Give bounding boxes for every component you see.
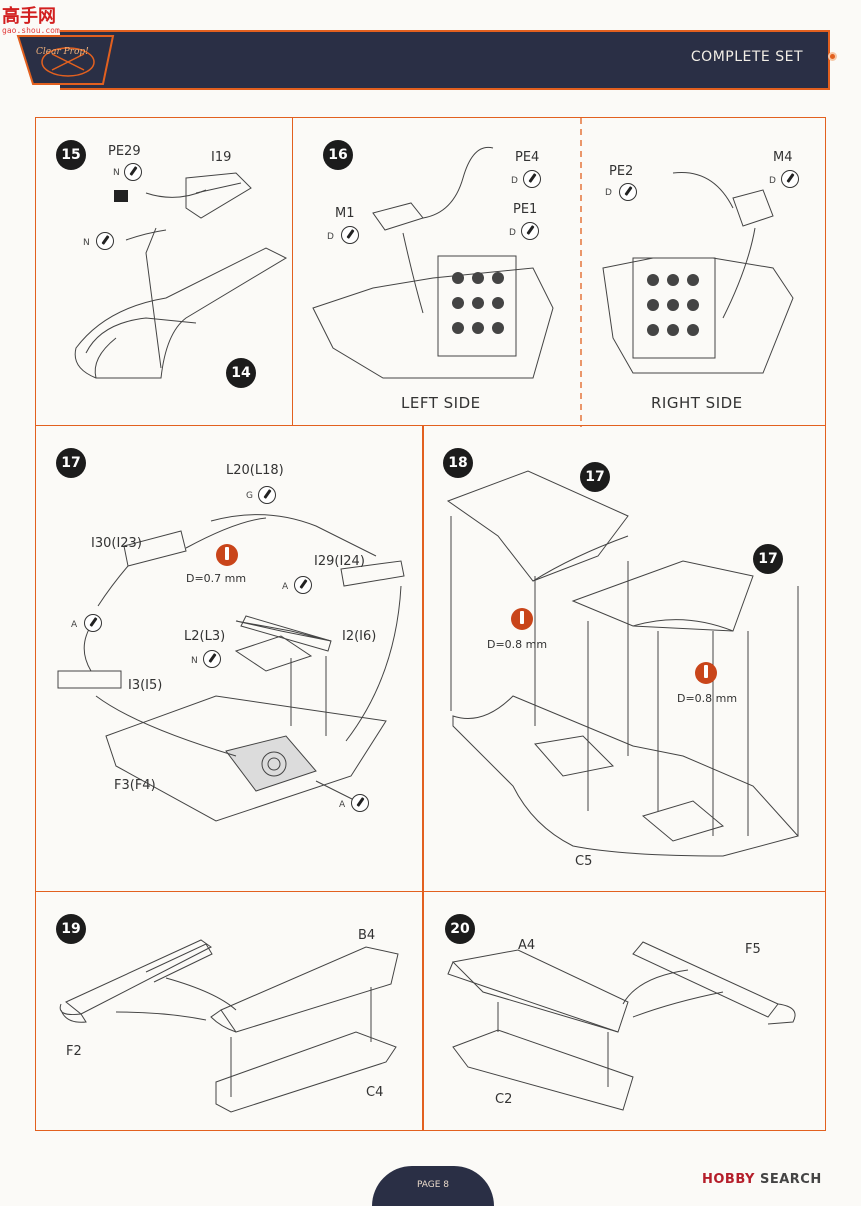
glue-code-d: D bbox=[605, 188, 612, 198]
step-15-panel: 15 PE29 N I19 N 14 bbox=[35, 117, 293, 426]
glue-icon bbox=[203, 650, 221, 668]
part-pe4-label: PE4 bbox=[515, 150, 540, 165]
glue-icon bbox=[619, 183, 637, 201]
step-18-panel: 18 17 17 D=0.8 mm D=0.8 mm C5 bbox=[422, 425, 826, 892]
part-c4-label: C4 bbox=[366, 1085, 384, 1100]
part-i30-i23-label: I30(I23) bbox=[91, 536, 142, 551]
part-f5-label: F5 bbox=[745, 942, 761, 957]
part-c2-label: C2 bbox=[495, 1092, 513, 1107]
glue-icon bbox=[84, 614, 102, 632]
step-15-drawing bbox=[74, 172, 288, 379]
step-19-panel: 19 B4 F2 C4 bbox=[35, 891, 424, 1131]
watermark-site: 高手网 bbox=[2, 6, 56, 27]
clear-prop-logo: Clear Prop! bbox=[16, 35, 115, 85]
step-16-drawing bbox=[312, 118, 794, 427]
part-m4-label: M4 bbox=[773, 150, 793, 165]
left-side-caption: LEFT SIDE bbox=[401, 394, 481, 412]
part-f3-f4-label: F3(F4) bbox=[114, 778, 156, 793]
glue-code-a: A bbox=[339, 800, 346, 810]
hobby-search-watermark: HOBBY SEARCH bbox=[702, 1172, 822, 1187]
part-l2-l3-label: L2(L3) bbox=[184, 629, 226, 644]
glue-icon bbox=[96, 232, 114, 250]
glue-code-n-left: N bbox=[83, 238, 90, 248]
brand-search: SEARCH bbox=[759, 1172, 822, 1187]
step-14-reference-badge: 14 bbox=[226, 358, 256, 388]
glue-icon bbox=[258, 486, 276, 504]
glue-code-d: D bbox=[509, 228, 516, 238]
glue-code-n: N bbox=[191, 656, 198, 666]
part-i2-i6-label: I2(I6) bbox=[342, 629, 377, 644]
glue-icon bbox=[294, 576, 312, 594]
part-l20-l18-label: L20(L18) bbox=[226, 463, 284, 478]
part-c5-label: C5 bbox=[575, 854, 593, 869]
step-16-panel: 16 PE4 D PE1 D M1 D PE2 D M4 D LEFT SIDE… bbox=[292, 117, 826, 427]
part-i29-i24-label: I29(I24) bbox=[314, 554, 365, 569]
glue-icon bbox=[351, 794, 369, 812]
glue-icon bbox=[781, 170, 799, 188]
drill-size-label-a: D=0.8 mm bbox=[487, 638, 548, 651]
step-18-drawing bbox=[446, 470, 799, 857]
drill-icon bbox=[511, 608, 533, 630]
glue-code-d: D bbox=[327, 232, 334, 242]
page-number: PAGE 8 bbox=[416, 1180, 450, 1190]
glue-icon bbox=[521, 222, 539, 240]
drill-size-label: D=0.7 mm bbox=[186, 572, 247, 585]
glue-icon bbox=[124, 163, 142, 181]
step-17-panel: 17 L20(L18) G I30(I23) D=0.7 mm I29(I24)… bbox=[35, 425, 424, 892]
glue-code-n-top: N bbox=[113, 168, 120, 178]
part-pe1-label: PE1 bbox=[513, 202, 538, 217]
part-pe2-label: PE2 bbox=[609, 164, 634, 179]
header-title: COMPLETE SET bbox=[690, 49, 803, 65]
step-17-reference-badge: 17 bbox=[580, 462, 610, 492]
page-header: Clear Prop! COMPLETE SET bbox=[0, 0, 861, 95]
watermark-url: gao.shou.com bbox=[2, 26, 60, 35]
glue-code-g: G bbox=[246, 491, 253, 501]
right-side-caption: RIGHT SIDE bbox=[651, 394, 743, 412]
header-dot-icon bbox=[828, 52, 837, 61]
step-17-reference-badge-2: 17 bbox=[753, 544, 783, 574]
page-number-tab: PAGE 8 bbox=[372, 1166, 494, 1206]
header-band bbox=[60, 30, 830, 90]
brand-hobby: HOBBY bbox=[702, 1172, 755, 1187]
drill-icon bbox=[695, 662, 717, 684]
step-17-badge: 17 bbox=[56, 448, 86, 478]
step-18-badge: 18 bbox=[443, 448, 473, 478]
logo-text: Clear Prop! bbox=[36, 47, 89, 57]
drill-size-label-b: D=0.8 mm bbox=[677, 692, 738, 705]
glue-code-a: A bbox=[282, 582, 289, 592]
step-19-badge: 19 bbox=[56, 914, 86, 944]
part-pe29-label: PE29 bbox=[108, 144, 141, 159]
step-17-drawing bbox=[57, 514, 405, 822]
step-19-drawing bbox=[59, 939, 399, 1113]
glue-code-d: D bbox=[769, 176, 776, 186]
step-20-drawing bbox=[447, 941, 796, 1111]
step-20-badge: 20 bbox=[445, 914, 475, 944]
step-20-panel: 20 A4 F5 C2 bbox=[422, 891, 826, 1131]
part-m1-label: M1 bbox=[335, 206, 355, 221]
part-i3-i5-label: I3(I5) bbox=[128, 678, 163, 693]
part-i19-label: I19 bbox=[211, 150, 232, 165]
drill-icon bbox=[216, 544, 238, 566]
glue-code-a: A bbox=[71, 620, 78, 630]
part-a4-label: A4 bbox=[518, 938, 536, 953]
step-16-badge: 16 bbox=[323, 140, 353, 170]
step-15-badge: 15 bbox=[56, 140, 86, 170]
glue-code-d: D bbox=[511, 176, 518, 186]
part-b4-label: B4 bbox=[358, 928, 376, 943]
glue-icon bbox=[523, 170, 541, 188]
glue-icon bbox=[341, 226, 359, 244]
part-f2-label: F2 bbox=[66, 1044, 82, 1059]
